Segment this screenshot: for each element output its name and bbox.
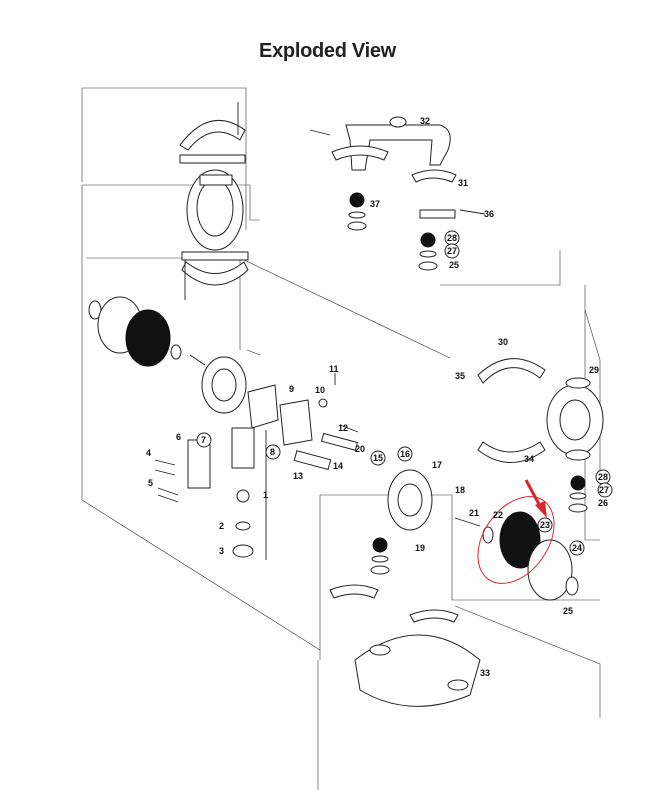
label-17: 17 — [432, 460, 442, 470]
circled-callouts — [196, 230, 613, 556]
label-12: 12 — [338, 423, 348, 433]
label-6: 6 — [176, 432, 181, 442]
label-1: 1 — [263, 490, 268, 500]
label-27-lower: 27 — [599, 485, 609, 495]
label-30: 30 — [498, 337, 508, 347]
label-10: 10 — [315, 385, 325, 395]
label-27-upper: 27 — [447, 246, 457, 256]
label-24: 24 — [572, 543, 582, 553]
part-labels: 1 2 3 4 5 6 7 8 9 10 11 12 13 14 15 16 1… — [146, 116, 609, 678]
label-33: 33 — [480, 668, 490, 678]
left-diaphragm-stack — [88, 296, 247, 414]
label-35: 35 — [455, 371, 465, 381]
label-22: 22 — [493, 510, 503, 520]
label-3: 3 — [219, 546, 224, 556]
label-25-upper: 25 — [449, 260, 459, 270]
right-housing-assembly — [477, 358, 604, 513]
highlight-ellipse — [477, 496, 555, 584]
label-18: 18 — [455, 485, 465, 495]
label-5: 5 — [148, 478, 153, 488]
label-28-lower: 28 — [598, 472, 608, 482]
label-26: 26 — [598, 498, 608, 508]
left-elbow-assembly — [179, 102, 249, 300]
label-11: 11 — [329, 364, 339, 374]
label-36: 36 — [484, 209, 494, 219]
label-9: 9 — [289, 384, 294, 394]
label-28-upper: 28 — [447, 233, 457, 243]
label-8: 8 — [270, 447, 275, 457]
bottom-manifold-assembly — [329, 537, 481, 707]
highlight-arrow — [524, 479, 543, 509]
grouping-lines — [81, 87, 601, 790]
label-4: 4 — [146, 448, 151, 458]
label-16: 16 — [400, 449, 410, 459]
top-manifold-assembly — [309, 116, 486, 271]
highlight-arrow-head — [535, 501, 547, 518]
label-14: 14 — [333, 461, 343, 471]
label-37: 37 — [370, 199, 380, 209]
label-19: 19 — [415, 543, 425, 553]
page-title: Exploded View — [259, 40, 396, 62]
label-25-lower: 25 — [563, 606, 573, 616]
label-13: 13 — [293, 471, 303, 481]
label-15: 15 — [373, 453, 383, 463]
label-2: 2 — [219, 521, 224, 531]
center-section — [154, 373, 359, 560]
highlight-annotation — [477, 479, 555, 584]
label-29: 29 — [589, 365, 599, 375]
label-23: 23 — [540, 520, 550, 530]
label-21: 21 — [469, 508, 479, 518]
right-diaphragm-stack — [387, 469, 579, 601]
label-20: 20 — [355, 444, 365, 454]
label-32: 32 — [420, 116, 430, 126]
label-7: 7 — [201, 435, 206, 445]
label-34: 34 — [524, 454, 534, 464]
label-31: 31 — [458, 178, 468, 188]
